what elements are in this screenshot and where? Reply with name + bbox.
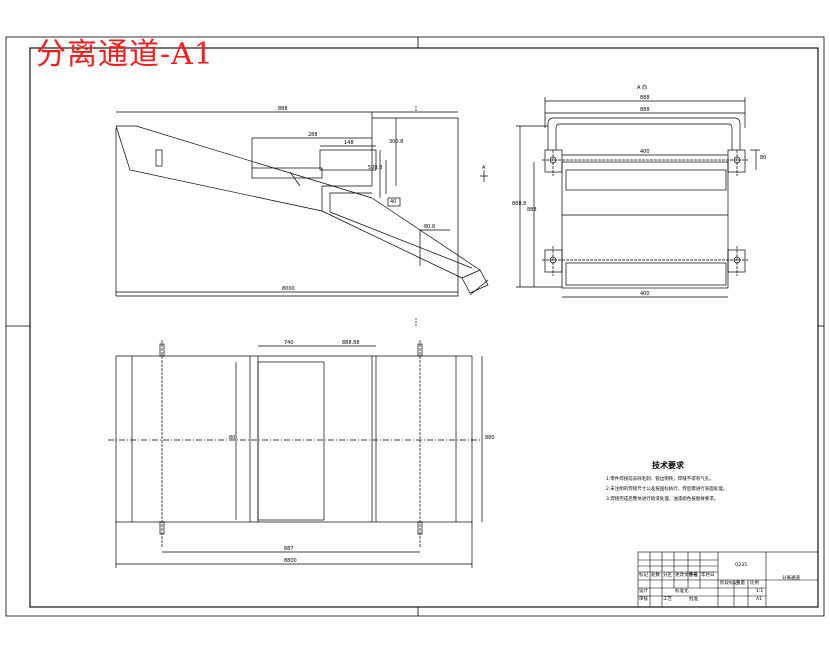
plan-dim-inner: 887 [284, 546, 294, 552]
title-block-name: 分离通道 [782, 576, 800, 581]
title-block-scale: 1:1 [756, 589, 764, 594]
tb-label-standard: 标准化 [675, 589, 689, 594]
dim-plate: 40 [390, 199, 397, 205]
tb-label-design: 设计 [639, 589, 648, 594]
title-block-material: Q235 [735, 563, 748, 568]
right-height-dim: 888.8 [512, 201, 527, 207]
right-top-dim: 888 [640, 95, 650, 101]
right-inner-height: 888 [527, 207, 537, 213]
tb-label-mark: 标记 [639, 573, 648, 578]
title-block-sheet: A1 [756, 597, 762, 602]
inner-border [29, 47, 819, 608]
tech-requirements-title: 技术要求 [652, 461, 684, 470]
tb-label-process: 工艺 [663, 597, 672, 602]
tb-label-zone: 分区 [663, 573, 672, 578]
tech-item-1: 1.零件焊接前去除毛刺、锐边倒钝，焊缝不得有气孔。 [606, 477, 714, 482]
tb-label-approve: 批准 [689, 597, 698, 602]
right-side-dim: 80 [760, 155, 767, 161]
tb-label-review: 审核 [639, 597, 648, 602]
title-block [637, 551, 819, 608]
plan-view [108, 340, 483, 568]
plan-dim-total: 8800 [284, 558, 297, 564]
right-bottom-dim: 400 [640, 291, 650, 297]
dim-right-small: 500.8 [368, 165, 383, 171]
dim-hole-span: 288 [308, 132, 318, 138]
right-view [516, 97, 760, 298]
dim-side: 300.8 [389, 139, 404, 145]
tb-label-scale: 比例 [750, 581, 759, 586]
right-top-dim2: 888 [640, 107, 650, 113]
dim-width-top: 888 [278, 106, 288, 112]
tb-label-weight: 重量 [736, 581, 745, 586]
dim-small: 148 [344, 140, 354, 146]
tb-label-stage: 阶段标记 [720, 581, 738, 586]
plan-dim-b: 888.88 [342, 340, 360, 346]
dim-bottom-total: 8000 [282, 286, 295, 292]
right-inner-dim: 400 [640, 149, 650, 155]
plan-dim-a: 740 [284, 340, 294, 346]
view-label: A 向 [637, 85, 648, 91]
drawing-title: 分离通道-A1 [36, 37, 214, 72]
tb-label-date: 年月日 [701, 573, 715, 578]
side-view [115, 106, 489, 326]
tb-label-count: 处数 [651, 573, 660, 578]
section-label: A [482, 165, 486, 171]
tb-label-sign: 签名 [689, 573, 698, 578]
dim-cut: 80.8 [424, 224, 436, 230]
plan-dim-right: 880 [485, 435, 495, 441]
outer-border [5, 36, 825, 617]
plan-dim-left: 80 [229, 435, 236, 441]
tech-item-2: 2.未注明的焊接尺寸公差按国标执行，焊后需进行表面处理。 [606, 487, 728, 492]
tech-item-3: 3.焊接完成后整体进行喷漆处理，油漆颜色按图样要求。 [606, 497, 719, 502]
tb-label-change: 更改文件号 [675, 573, 698, 578]
